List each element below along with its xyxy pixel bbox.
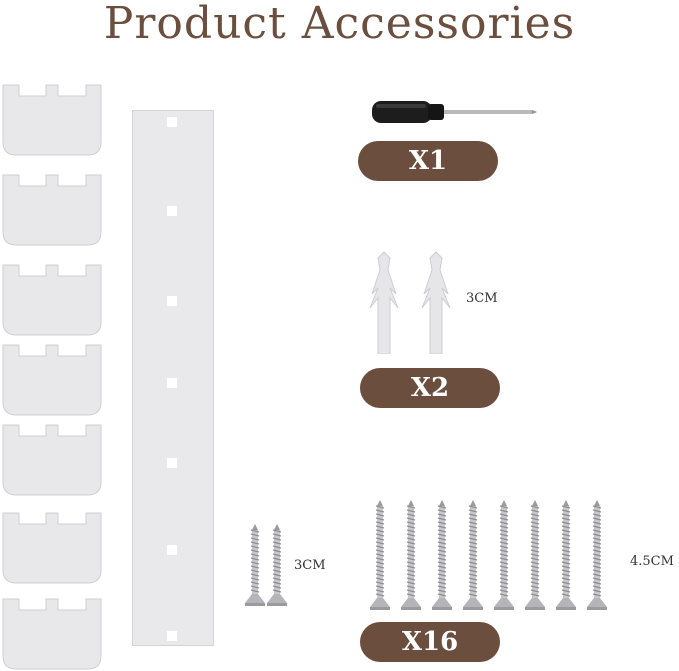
bracket-7 xyxy=(2,598,102,670)
short-screw-length-label: 3CM xyxy=(294,558,326,573)
wall-anchors-image xyxy=(368,250,460,354)
long-screw-qty-badge: X16 xyxy=(360,622,500,662)
long-screw xyxy=(554,500,578,610)
long-screw-length-label: 4.5CM xyxy=(630,554,674,569)
long-screw xyxy=(430,500,454,610)
short-screw xyxy=(266,524,288,606)
bracket-2 xyxy=(2,174,102,246)
long-screw xyxy=(585,500,609,610)
bracket-6 xyxy=(2,512,102,584)
long-screw xyxy=(492,500,516,610)
short-screws-image xyxy=(244,524,290,608)
long-screw xyxy=(399,500,423,610)
bracket-4 xyxy=(2,344,102,416)
bracket-5 xyxy=(2,424,102,496)
anchor-length-label: 3CM xyxy=(466,291,498,306)
screwdriver-qty-badge: X1 xyxy=(358,141,498,181)
screwdriver-image xyxy=(368,98,538,126)
bracket-1 xyxy=(2,84,102,156)
bracket-3 xyxy=(2,264,102,336)
long-screws-image xyxy=(368,500,612,612)
short-screw xyxy=(244,524,266,606)
anchor-qty-badge: X2 xyxy=(360,368,500,408)
long-screw xyxy=(368,500,392,610)
long-screw xyxy=(523,500,547,610)
page-title: Product Accessories xyxy=(103,0,576,49)
mounting-rail xyxy=(132,110,214,646)
long-screw xyxy=(461,500,485,610)
